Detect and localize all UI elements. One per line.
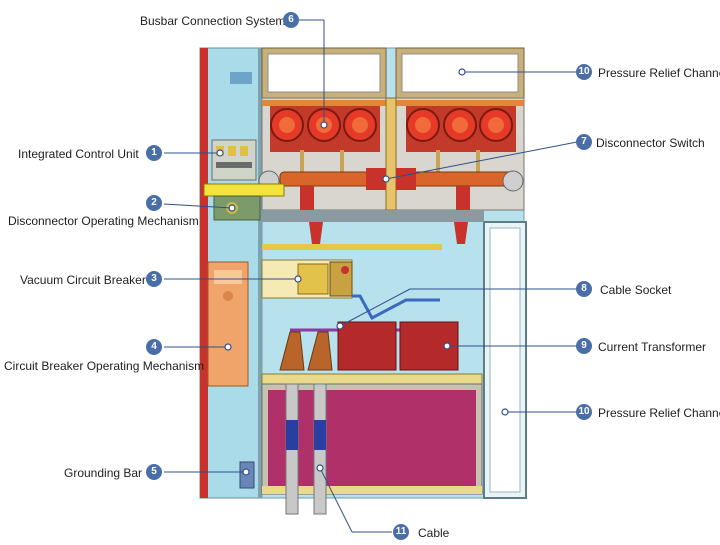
callout-badge-10-bottom: 10 (576, 404, 592, 420)
callout-badge-10-top: 10 (576, 64, 592, 80)
callout-label-current-transformer: Current Transformer (598, 340, 707, 354)
integrated-control-unit (211, 72, 257, 181)
callout-badge-6: 6 (283, 12, 299, 28)
disconnector-operating-mechanism (203, 183, 285, 221)
callout-label-pressure-relief-channel-top: Pressure Relief Channe (598, 66, 720, 80)
callout-label-disconnector-switch: Disconnector Switch (596, 136, 705, 150)
vacuum-circuit-breaker (261, 244, 442, 299)
callout-badge-3: 3 (146, 271, 162, 287)
callout-badge-2: 2 (146, 195, 162, 211)
callout-label-grounding-bar: Grounding Bar (64, 466, 143, 480)
callout-badge-11: 11 (393, 524, 409, 540)
callout-label-vacuum-circuit-breaker: Vacuum Circuit Breaker (20, 273, 146, 287)
callout-badge-8: 8 (576, 281, 592, 297)
callout-label-cable: Cable (418, 526, 450, 540)
callout-label-cable-socket: Cable Socket (600, 283, 672, 297)
leader-dots (216, 68, 509, 476)
callout-label-busbar-connection-system: Busbar Connection System (140, 14, 286, 28)
callout-badge-1: 1 (146, 145, 162, 161)
cables (285, 383, 327, 515)
disconnector-switch (258, 168, 524, 212)
busbar-compartment (261, 97, 525, 211)
callout-label-disconnector-operating-mechanism: Disconnector Operating Mechanism (8, 214, 199, 228)
leader-lines (163, 19, 578, 533)
callout-label-integrated-control-unit: Integrated Control Unit (18, 147, 139, 161)
callout-label-pressure-relief-channel-bottom: Pressure Relief Channe (598, 406, 720, 420)
partition-plate (262, 210, 484, 222)
callout-badge-9: 9 (576, 338, 592, 354)
callout-label-circuit-breaker-operating-mechanism: Circuit Breaker Operating Mechanism (4, 359, 205, 373)
cable-chamber (261, 373, 483, 495)
callout-badge-7: 7 (576, 134, 592, 150)
insulator-bushings (309, 222, 468, 244)
callout-badge-4: 4 (146, 339, 162, 355)
circuit-breaker-operating-mechanism (207, 261, 249, 387)
callout-badge-5: 5 (146, 464, 162, 480)
